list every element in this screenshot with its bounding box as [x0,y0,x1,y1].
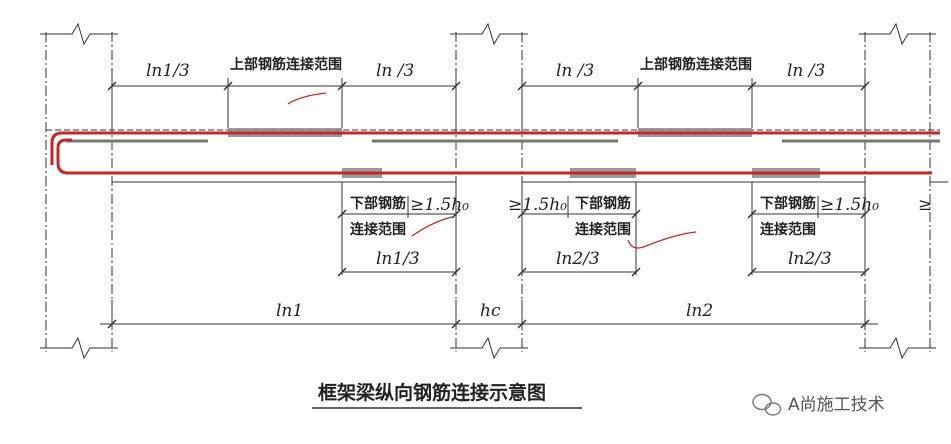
diagram-title: 框架梁纵向钢筋连接示意图 [318,381,546,404]
label-span-hc: hc [480,301,501,321]
beam-outline [46,129,948,183]
label-ge-1-5h0-1: ≥1.5h₀ [410,195,469,215]
bottom-rebar [56,138,932,175]
column-outlines [45,32,931,352]
label-bottom-range-2a: 下部钢筋 [575,195,631,212]
label-ge-1-5h0-2: ≥1.5h₀ [508,195,567,215]
label-bottom-range-1b: 连接范围 [350,221,406,238]
label-dim-ln2-3-b: ln2/3 [788,249,832,269]
label-dim-ln1-3: ln1/3 [376,249,420,269]
watermark-text: A尚施工技术 [788,395,885,415]
wechat-icon [752,393,782,416]
lower-dimension-lines [341,182,866,275]
label-top-ln1-3: ln1/3 [146,61,190,81]
overlap-zones [228,128,820,178]
handwritten-marks [287,92,697,249]
label-span-ln2: ln2 [686,301,713,321]
lower-dimension-ticks [337,209,870,277]
label-span-ln1: ln1 [276,301,303,321]
label-ge-right: ≥ [918,195,932,215]
ink-mark-1 [287,92,327,105]
label-top-range-1: 上部钢筋连接范围 [230,56,342,73]
column-break-marks [40,22,936,360]
rebars [50,131,940,175]
label-top-ln-3-b: ln /3 [556,61,594,81]
label-dim-ln2-3-a: ln2/3 [556,249,600,269]
ink-mark-3 [627,231,697,249]
span-dimension-ticks [107,319,870,329]
label-top-ln-3-a: ln /3 [376,61,414,81]
label-ge-1-5h0-3: ≥1.5h₀ [820,195,879,215]
ink-mark-2 [411,216,453,237]
span-dimension [100,300,878,330]
label-top-range-2: 上部钢筋连接范围 [640,56,752,73]
label-bottom-range-1a: 下部钢筋 [350,195,406,212]
top-rebar [50,131,940,165]
label-bottom-range-3b: 连接范围 [760,221,816,238]
label-top-ln-3-c: ln /3 [787,61,825,81]
label-bottom-range-2b: 连接范围 [575,221,631,238]
top-dimension-ticks [107,81,870,91]
label-bottom-range-3a: 下部钢筋 [760,195,816,212]
